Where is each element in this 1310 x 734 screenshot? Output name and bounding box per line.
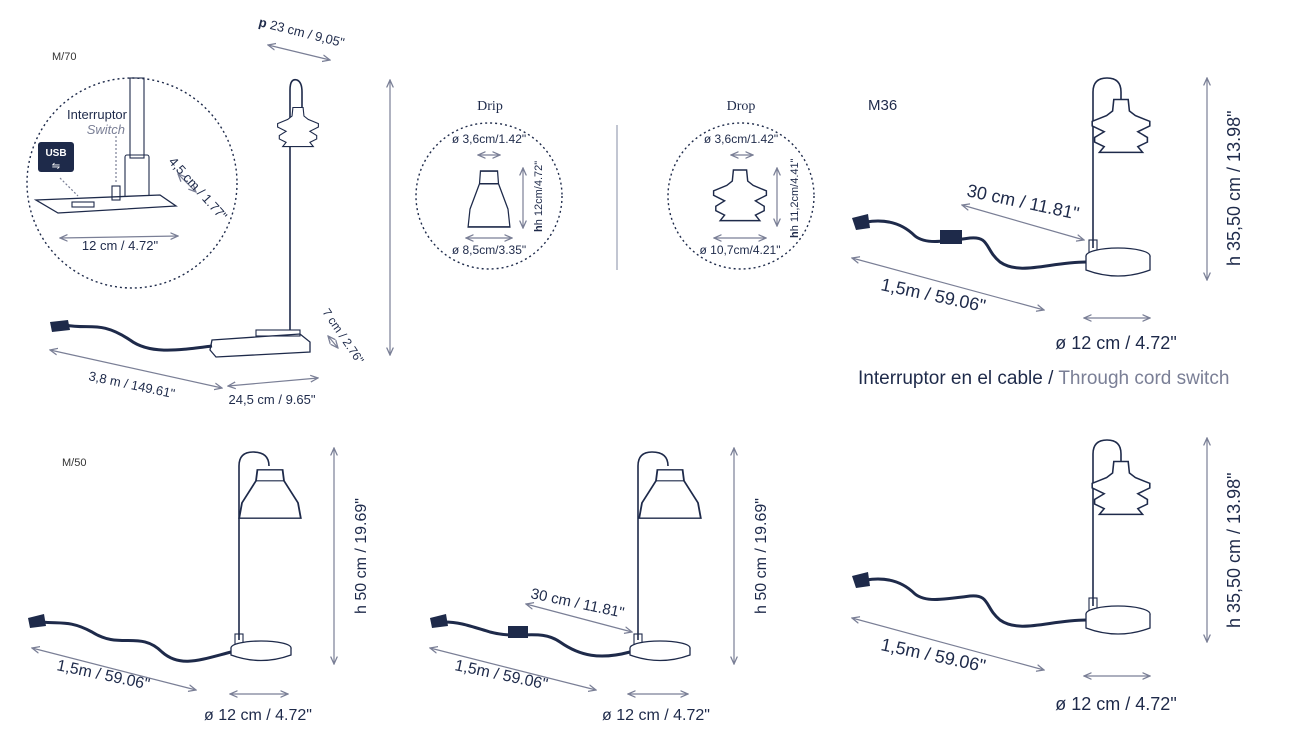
base-diameter-m50: ø 12 cm / 4.72" <box>204 707 312 724</box>
lamp-base-m36-plain <box>1085 614 1151 635</box>
plug-m36 <box>852 214 870 230</box>
drop-top-label: ø 3,6cm/1.42" <box>704 132 778 146</box>
base-diameter-m50-switch: ø 12 cm / 4.72" <box>602 707 710 724</box>
lamp-shade-m70 <box>277 106 319 148</box>
base-diameter-m36: ø 12 cm / 4.72" <box>1055 333 1176 353</box>
plug-m50 <box>28 614 46 628</box>
model-code-m36: M36 <box>868 97 897 114</box>
lamp-base-m50 <box>230 648 292 662</box>
usb-icon: ⇋ <box>52 161 60 172</box>
height-m50-switch: h 50 cm / 19.69" <box>753 498 770 614</box>
model-m36: M36 30 cm / 11.81" 1,5m / 59.06" ø 12 cm… <box>852 78 1244 389</box>
lamp-shade-m36 <box>1091 98 1151 154</box>
lamp-base-m36 <box>1085 256 1151 277</box>
base-width-m70: 24,5 cm / 9.65" <box>229 392 316 407</box>
cord-switch-note: Interruptor en el cable / Through cord s… <box>858 368 1229 389</box>
height-m36: h 35,50 cm / 13.98" <box>1224 111 1244 267</box>
depth-m70: p 23 cm / 9,05" <box>257 14 346 50</box>
cord-switch <box>940 230 962 244</box>
arm-length-m50-switch: 30 cm / 11.81" <box>529 585 626 621</box>
cord-m50 <box>41 620 232 663</box>
shade-drip: Drip ø 3,6cm/1.42" hh 12cm/4.72" ø 8,5cm… <box>415 99 563 270</box>
drop-title: Drop <box>727 99 756 114</box>
usb-label: USB <box>45 148 66 159</box>
interruptor-label: Interruptor <box>67 107 128 122</box>
lamp-base-m70 <box>209 333 311 358</box>
cord-switch-m50 <box>508 626 528 638</box>
model-m70: M/70 USB ⇋ Interruptor Switch 12 cm / 4.… <box>26 14 390 407</box>
model-m36-plain: 1,5m / 59.06" ø 12 cm / 4.72" h 35,50 cm… <box>852 438 1244 714</box>
base-plate-detail <box>33 194 178 214</box>
drip-top-label: ø 3,6cm/1.42" <box>452 132 526 146</box>
lamp-shade-m50-switch <box>638 468 702 520</box>
cable-length-m70: 3,8 m / 149.61" <box>87 368 176 401</box>
lamp-shade-m36-plain <box>1091 460 1151 516</box>
cord-m70 <box>64 323 213 352</box>
cord-m36 <box>865 219 1087 270</box>
drip-bottom-label: ø 8,5cm/3.35" <box>452 243 526 257</box>
switch-label: Switch <box>87 122 125 137</box>
cable-length-m50: 1,5m / 59.06" <box>55 657 151 693</box>
height-m50: h 50 cm / 19.69" <box>353 498 370 614</box>
drop-height-label: hh 11,2cm/4.41" <box>789 158 801 238</box>
lamp-base-m50-switch <box>629 648 691 662</box>
lamp-stem-detail <box>129 77 145 159</box>
detail-width-label: 12 cm / 4.72" <box>82 238 159 253</box>
drop-bottom-label: ø 10,7cm/4.21" <box>700 243 781 257</box>
model-code-m70: M/70 <box>52 51 76 63</box>
model-m50-switch: 30 cm / 11.81" h 50 cm / 19.69" 1,5m / 5… <box>430 448 770 724</box>
height-m36-plain: h 35,50 cm / 13.98" <box>1224 473 1244 629</box>
plug-m36-plain <box>852 572 870 588</box>
drip-title: Drip <box>477 99 503 114</box>
drip-height-label: hh 12cm/4.72" <box>533 161 545 232</box>
switch-knob <box>111 185 121 201</box>
shade-drop: Drop ø 3,6cm/1.42" hh 11,2cm/4.41" ø 10,… <box>667 99 815 270</box>
cord-m50-switch <box>443 620 631 658</box>
base-height-m70: 7 cm / 2.76" <box>320 306 367 367</box>
drip-shade <box>467 170 511 228</box>
plug-m70 <box>50 320 70 332</box>
plug-m50-switch <box>430 614 448 628</box>
cord-m36-plain <box>865 577 1087 628</box>
cable-length-m50-switch: 1,5m / 59.06" <box>453 657 549 693</box>
detail-height-label: 4,5 cm / 1.77" <box>166 154 231 224</box>
switch-detail-circle: USB ⇋ Interruptor Switch 12 cm / 4.72" 4… <box>26 77 238 289</box>
arm-length-m36: 30 cm / 11.81" <box>965 180 1081 223</box>
base-diameter-m36-plain: ø 12 cm / 4.72" <box>1055 694 1176 714</box>
usb-badge: USB ⇋ <box>38 142 74 172</box>
usb-port <box>71 201 95 208</box>
drop-shade <box>712 169 768 222</box>
lamp-shade-m50 <box>238 468 302 520</box>
model-m50: M/50 h 50 cm / 19.69" 1,5m / 59.06" ø 12… <box>28 448 370 724</box>
model-code-m50: M/50 <box>62 457 86 469</box>
